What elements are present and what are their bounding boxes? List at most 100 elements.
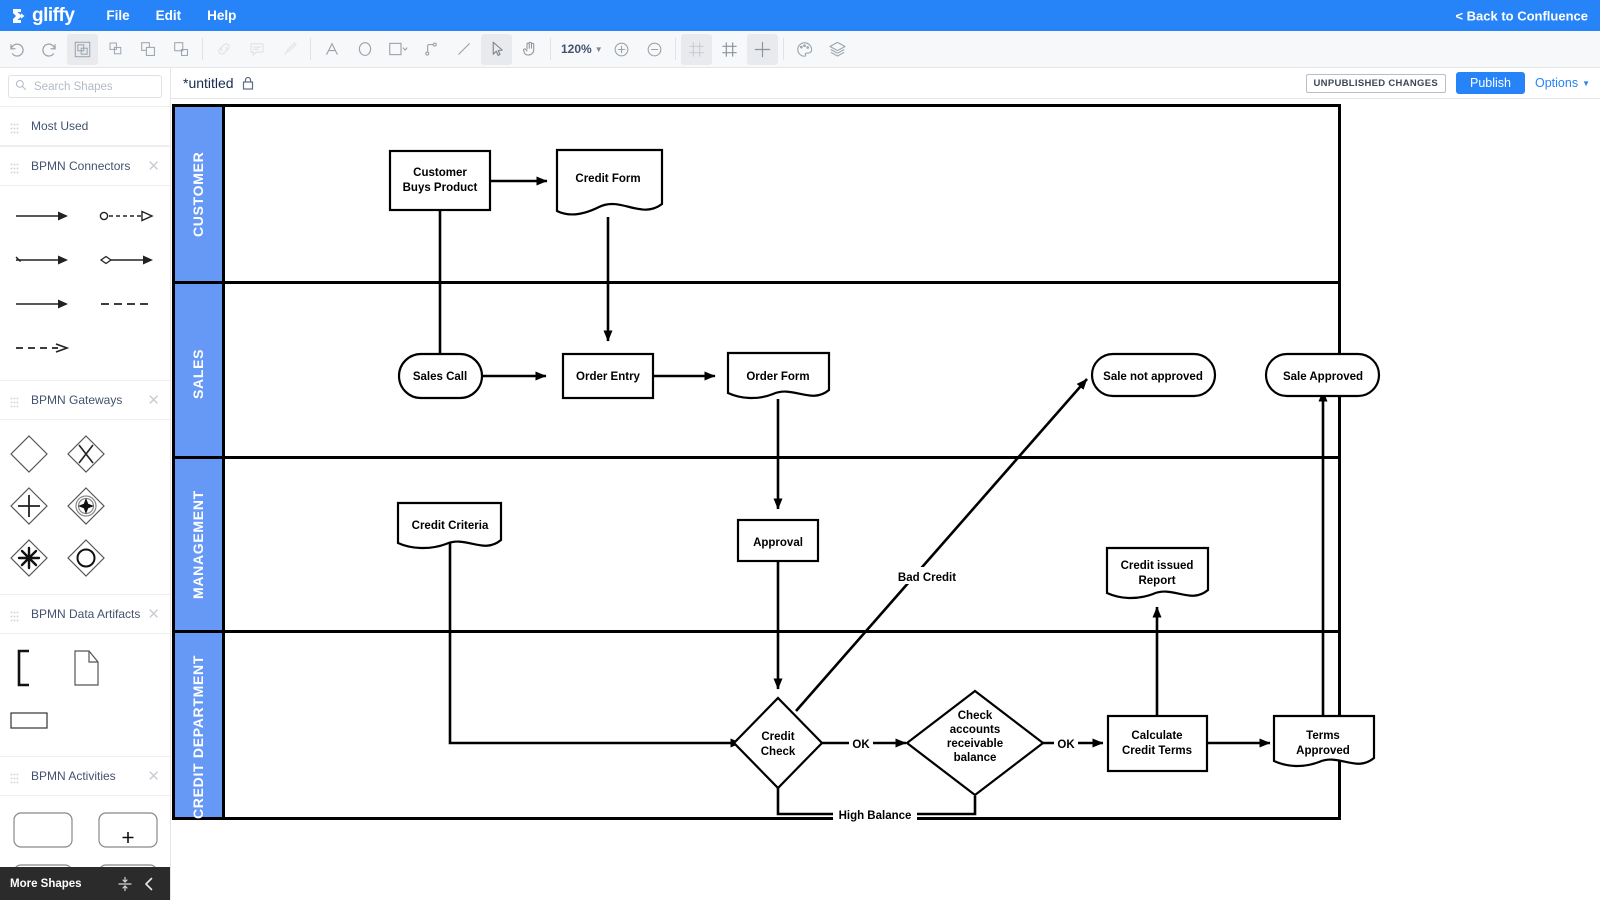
sidebar-section-bpmn-connectors[interactable]: BPMN Connectors ✕ [0, 146, 170, 186]
node-check-ar-balance[interactable]: Check accounts receivable balance [905, 689, 1045, 797]
gateway-shape-grid [0, 420, 170, 594]
node-terms-approved[interactable]: Terms Approved [1272, 714, 1376, 768]
close-icon[interactable]: ✕ [147, 605, 160, 623]
format-painter-button[interactable] [274, 34, 305, 65]
zoom-in-button[interactable] [606, 34, 637, 65]
node-credit-issued-report[interactable]: Credit issued Report [1105, 546, 1210, 600]
node-credit-form[interactable]: Credit Form [555, 148, 664, 216]
shape-circle-dashed-open-arrow-connector[interactable] [85, 194, 170, 238]
shape-event-based-gateway[interactable] [57, 480, 114, 532]
sidebar-section-bpmn-data-artifacts[interactable]: BPMN Data Artifacts ✕ [0, 594, 170, 634]
shape-inclusive-circle-gateway[interactable] [57, 532, 114, 584]
node-sale-approved[interactable]: Sale Approved [1264, 352, 1381, 398]
more-shapes-bar[interactable]: More Shapes [0, 867, 170, 900]
shape-diamond-solid-arrow-connector[interactable] [85, 238, 170, 282]
node-sales-call[interactable]: Sales Call [397, 352, 484, 400]
shape-dashed-open-arrow-connector[interactable] [0, 326, 85, 370]
guides-button[interactable] [746, 33, 778, 65]
shape-exclusive-x-gateway[interactable] [57, 428, 114, 480]
connector-tool-button[interactable] [415, 34, 446, 65]
collapse-expand-icon[interactable] [113, 876, 137, 892]
options-dropdown[interactable]: Options ▼ [1535, 76, 1590, 90]
node-order-entry[interactable]: Order Entry [561, 352, 655, 400]
sidebar-section-most-used[interactable]: Most Used [0, 106, 170, 146]
node-label: Order Entry [576, 371, 641, 383]
chevron-down-icon: ▼ [1582, 78, 1590, 88]
app-logo[interactable]: gliffy [10, 5, 75, 27]
link-button[interactable] [208, 34, 239, 65]
undo-button[interactable] [1, 34, 32, 65]
shape-plain-solid-arrow-connector[interactable] [0, 282, 85, 326]
comment-button[interactable] [241, 34, 272, 65]
zoom-out-button[interactable] [639, 34, 670, 65]
zoom-level-dropdown[interactable]: 120% ▼ [555, 42, 605, 56]
sidebar-section-bpmn-gateways[interactable]: BPMN Gateways ✕ [0, 380, 170, 420]
top-bar: gliffy File Edit Help < Back to Confluen… [0, 0, 1600, 31]
search-input[interactable] [32, 79, 155, 94]
menu-help[interactable]: Help [207, 8, 237, 23]
pan-tool-button[interactable] [514, 34, 545, 65]
shape-dashed-line-connector[interactable] [85, 282, 170, 326]
shape-group-bracket-artifact[interactable] [0, 642, 57, 694]
chevron-left-icon[interactable] [137, 876, 161, 892]
section-title: BPMN Activities [31, 769, 116, 783]
node-calculate-credit-terms[interactable]: Calculate Credit Terms [1106, 714, 1209, 773]
shape-subprocess-plus-rect[interactable] [85, 804, 170, 856]
shape-task-rounded-rect[interactable] [0, 804, 85, 856]
send-to-back-button[interactable] [166, 34, 197, 65]
ellipse-tool-button[interactable] [349, 34, 380, 65]
ungroup-button[interactable] [100, 34, 131, 65]
shape-annotation-box-artifact[interactable] [0, 694, 57, 746]
document-header: *untitled UNPUBLISHED CHANGES Publish Op… [171, 68, 1600, 99]
document-actions: UNPUBLISHED CHANGES Publish Options ▼ [1305, 72, 1600, 94]
snap-to-grid-button[interactable] [680, 33, 712, 65]
edge-badcredit-to-salenotapproved [795, 378, 1088, 712]
node-label: Sale Approved [1283, 371, 1363, 383]
sidebar-section-bpmn-activities[interactable]: BPMN Activities ✕ [0, 756, 170, 796]
edge-label-ok-1: OK [852, 739, 870, 751]
node-label: Customer [413, 167, 467, 179]
node-label: Approval [753, 537, 803, 549]
close-icon[interactable]: ✕ [147, 157, 160, 175]
select-tool-button[interactable] [481, 33, 512, 65]
shape-complex-asterisk-gateway[interactable] [0, 532, 57, 584]
options-label: Options [1534, 76, 1579, 90]
text-tool-button[interactable] [316, 34, 347, 65]
redo-button[interactable] [34, 34, 65, 65]
node-credit-check[interactable]: Credit Check [732, 696, 824, 790]
publish-button[interactable]: Publish [1455, 72, 1525, 94]
node-credit-criteria[interactable]: Credit Criteria [396, 501, 503, 550]
line-tool-button[interactable] [448, 34, 479, 65]
palette-button[interactable] [789, 34, 820, 65]
rectangle-tool-button[interactable] [382, 34, 413, 65]
shape-solid-arrow-connector[interactable] [0, 194, 85, 238]
shape-data-object-artifact[interactable] [57, 642, 114, 694]
back-to-confluence-link[interactable]: < Back to Confluence [1455, 8, 1588, 23]
section-title: Most Used [31, 119, 89, 133]
toolbar-divider-1 [202, 38, 203, 60]
close-icon[interactable]: ✕ [147, 391, 160, 409]
layers-button[interactable] [822, 34, 853, 65]
search-box[interactable] [8, 75, 162, 98]
diagram-canvas[interactable]: CUSTOMER SALES MANAGEMENT CREDIT DEPARTM… [171, 99, 1600, 900]
node-customer-buys-product[interactable]: Customer Buys Product [388, 149, 492, 212]
node-order-form[interactable]: Order Form [726, 351, 831, 400]
bring-to-front-button[interactable] [133, 34, 164, 65]
shape-empty-diamond-gateway[interactable] [0, 428, 57, 480]
shapes-sidebar: Most Used BPMN Connectors ✕ [0, 68, 171, 900]
swimlane-frame [172, 104, 1341, 820]
node-sale-not-approved[interactable]: Sale not approved [1090, 352, 1217, 398]
toolbar-divider-4 [674, 38, 676, 60]
document-title[interactable]: *untitled [183, 75, 234, 91]
shape-parallel-plus-gateway[interactable] [0, 480, 57, 532]
section-title: BPMN Connectors [31, 159, 131, 173]
menu-edit[interactable]: Edit [155, 8, 182, 23]
node-label: Credit [761, 731, 794, 743]
menu-file[interactable]: File [106, 8, 130, 23]
show-grid-button[interactable] [714, 34, 745, 65]
shape-tick-solid-arrow-connector[interactable] [0, 238, 85, 282]
group-button[interactable] [67, 33, 98, 65]
lock-icon[interactable] [242, 76, 254, 90]
close-icon[interactable]: ✕ [147, 767, 160, 785]
node-approval[interactable]: Approval [736, 518, 820, 563]
